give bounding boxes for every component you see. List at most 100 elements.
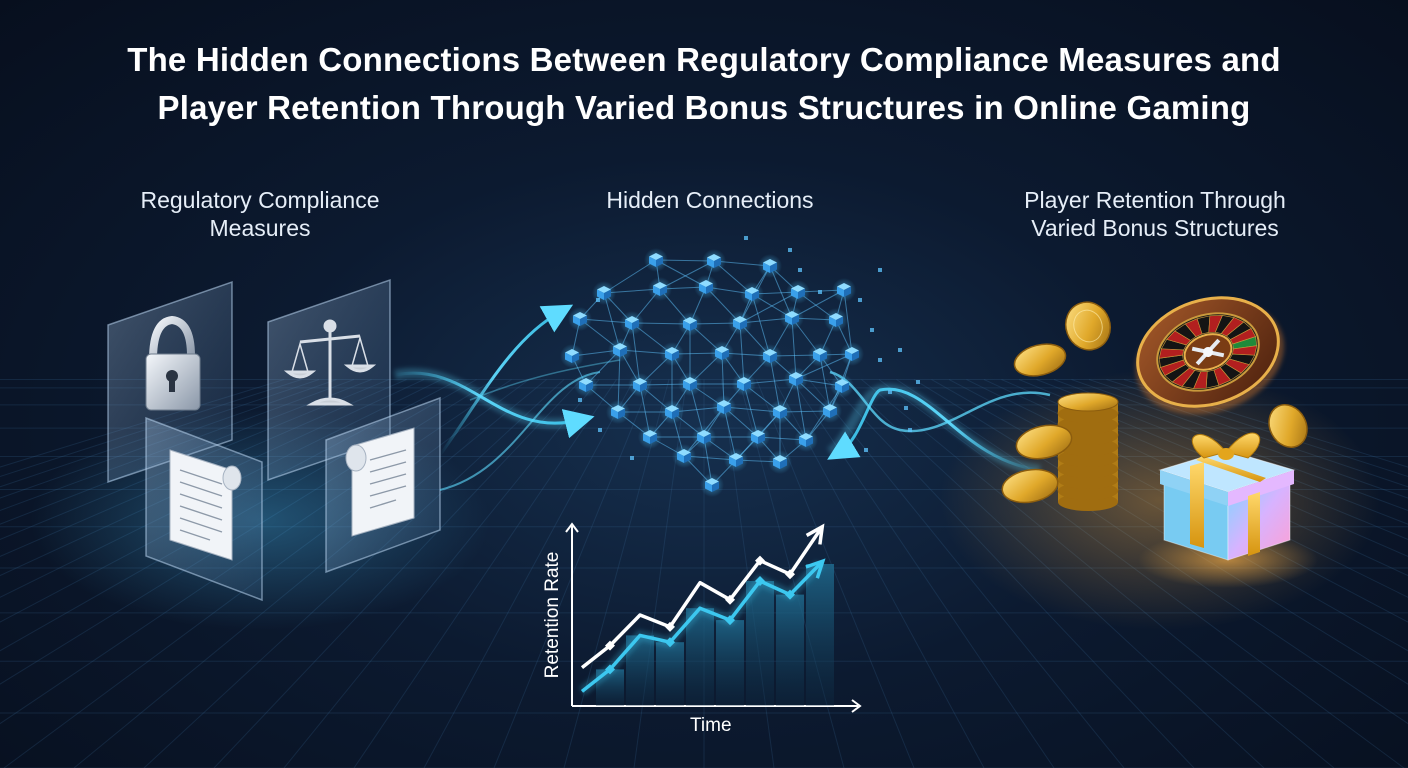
- chart-line: [580, 529, 822, 669]
- network-particle: [898, 348, 902, 352]
- network-node: [628, 373, 652, 397]
- network-particle: [744, 236, 748, 240]
- network-node: [608, 338, 632, 362]
- network-particle: [798, 268, 802, 272]
- network-particle: [870, 328, 874, 332]
- document-panel-right: [325, 396, 441, 574]
- network-node: [724, 448, 748, 472]
- network-node: [786, 280, 810, 304]
- network-particle: [878, 358, 882, 362]
- network-node: [660, 342, 684, 366]
- network-node: [832, 278, 856, 302]
- network-particle: [858, 298, 862, 302]
- chart-line-arrowhead: [805, 558, 826, 579]
- page-title: The Hidden Connections Between Regulator…: [0, 36, 1408, 132]
- network-particle: [888, 390, 892, 394]
- chart-point: [785, 569, 795, 580]
- network-particle: [878, 268, 882, 272]
- network-node: [712, 395, 736, 419]
- network-node: [710, 341, 734, 365]
- network-particle: [916, 380, 920, 384]
- chart-bar: [656, 642, 684, 706]
- network-node: [758, 344, 782, 368]
- network-node: [746, 425, 770, 449]
- hidden-connections-network: [560, 236, 920, 497]
- chart-point: [665, 637, 675, 648]
- section-label-hidden-connections-line-1: Hidden Connections: [606, 187, 814, 213]
- coin-stack-icon: [1057, 392, 1119, 511]
- document-scroll-icon: [345, 427, 415, 537]
- network-node: [592, 281, 616, 305]
- bonus-icons: [1001, 296, 1318, 588]
- x-axis-label: Time: [690, 715, 732, 736]
- chart-lines: [578, 523, 826, 696]
- network-node: [784, 367, 808, 391]
- network-node: [660, 400, 684, 424]
- network-node: [678, 372, 702, 396]
- network-node: [692, 425, 716, 449]
- network-particle: [788, 248, 792, 252]
- chart-point: [605, 664, 615, 675]
- roulette-slots: [1158, 315, 1258, 389]
- chart-bar: [716, 620, 744, 706]
- network-node: [672, 444, 696, 468]
- chart-bar: [806, 564, 834, 706]
- network-node: [638, 425, 662, 449]
- network-node: [768, 450, 792, 474]
- network-node: [702, 249, 726, 273]
- y-axis-arrow: [565, 522, 579, 533]
- chart-line-arrowhead: [805, 523, 825, 545]
- roulette-slot: [1229, 328, 1256, 345]
- network-node: [678, 312, 702, 336]
- network-node: [830, 374, 854, 398]
- chart-point: [755, 555, 765, 566]
- network-node: [824, 308, 848, 332]
- network-node: [644, 248, 668, 272]
- network-particle: [598, 428, 602, 432]
- page-title-line-1: The Hidden Connections Between Regulator…: [127, 41, 1281, 78]
- chart-bar: [776, 594, 804, 706]
- section-label-hidden-connections: Hidden Connections: [530, 186, 890, 214]
- network-particle: [630, 456, 634, 460]
- network-node: [700, 473, 724, 497]
- compliance-panels: [107, 278, 441, 602]
- gold-coin-icon: [1268, 404, 1308, 448]
- network-node: [606, 400, 630, 424]
- retention-chart: [565, 522, 862, 713]
- chart-bar: [746, 581, 774, 706]
- network-particle: [864, 448, 868, 452]
- section-label-retention-line-2: Varied Bonus Structures: [1031, 215, 1279, 241]
- network-node: [840, 342, 864, 366]
- section-label-compliance-line-1: Regulatory Compliance: [140, 187, 380, 213]
- chart-point: [725, 615, 735, 626]
- network-node: [794, 428, 818, 452]
- gold-coin-icon: [1013, 343, 1067, 377]
- network-nodes: [560, 248, 864, 497]
- network-node: [808, 343, 832, 367]
- network-node: [728, 311, 752, 335]
- lock-icon: [145, 315, 201, 411]
- network-node: [740, 282, 764, 306]
- network-particle: [904, 406, 908, 410]
- network-node: [560, 344, 584, 368]
- page-title-line-2: Player Retention Through Varied Bonus St…: [157, 89, 1251, 126]
- gold-coin-icon: [1001, 468, 1059, 504]
- network-particles: [578, 236, 920, 460]
- network-node: [694, 275, 718, 299]
- right-glow: [940, 370, 1380, 630]
- gold-coin-icon: [1057, 392, 1119, 412]
- section-label-compliance-line-2: Measures: [209, 215, 311, 241]
- gold-coin-icon: [1065, 301, 1111, 351]
- network-particle: [818, 290, 822, 294]
- chart-point: [605, 640, 615, 651]
- gold-coin-icon: [1015, 424, 1073, 460]
- network-node: [768, 400, 792, 424]
- y-axis-label: Retention Rate: [542, 551, 563, 679]
- right-flow-streams: [826, 370, 1051, 475]
- document-panel-left: [145, 416, 263, 602]
- gift-box-icon: [1138, 432, 1318, 588]
- chart-point: [785, 589, 795, 600]
- section-label-compliance: Regulatory Compliance Measures: [80, 186, 440, 242]
- section-label-retention-line-1: Player Retention Through: [1024, 187, 1286, 213]
